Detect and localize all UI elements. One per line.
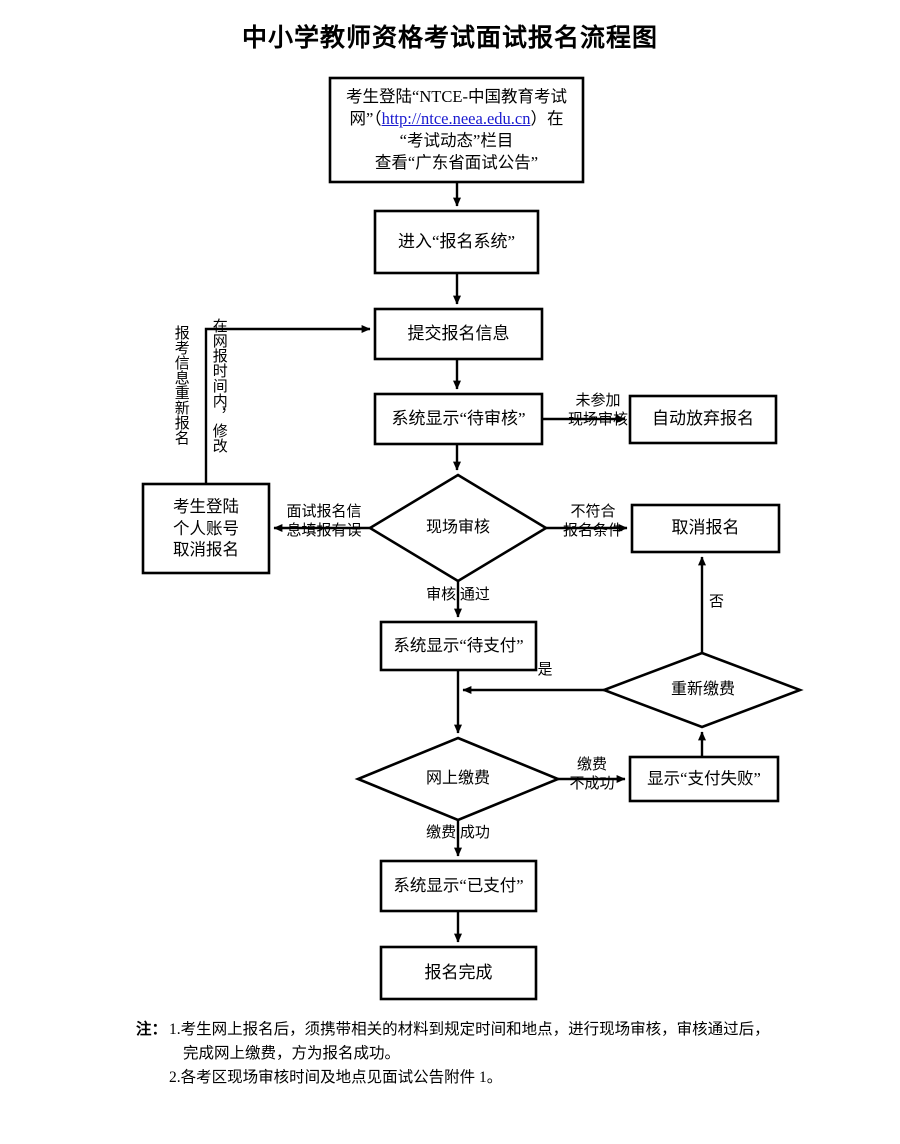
edge-cancel-self-loop-to-submit [204,325,371,484]
note-item-2: 2.各考区现场审核时间及地点见面试公告附件 1。 [169,1066,836,1090]
node-status-pending-pay-box [379,620,538,672]
note-item-1: 1.考生网上报名后，须携带相关的材料到规定时间和地点，进行现场审核，审核通过后， [169,1018,836,1042]
edge-label-repay-yes: 是 [537,662,553,678]
edge-label-modify-vertical: 在网报时间内，修改 [210,318,227,453]
node-enter-system-box [373,209,540,275]
note-1-line-2: 完成网上缴费，方为报名成功。 [183,1045,401,1063]
note-2-number: 2. [169,1069,181,1087]
edge-label-reapply-vertical: 报考信息重新报名 [172,325,189,445]
notes-body: 1.考生网上报名后，须携带相关的材料到规定时间和地点，进行现场审核，审核通过后，… [169,1018,836,1090]
node-status-pending-review-box [373,392,544,446]
node-done-box [379,945,538,1001]
node-status-paid-box [379,859,538,913]
node-login-ntce-box [328,76,585,184]
edge-label-not-attend-review: 未参加 现场审核 [567,393,628,429]
node-cancel-by-self-box [141,482,271,575]
edge-label-review-passed: 审核 通过 [426,587,490,603]
node-submit-info-box [373,307,544,361]
node-pay-failed-box [628,755,780,803]
node-onsite-review-diamond [367,473,549,583]
notes-block: 注： 1.考生网上报名后，须携带相关的材料到规定时间和地点，进行现场审核，审核通… [136,1018,836,1090]
notes-row: 注： 1.考生网上报名后，须携带相关的材料到规定时间和地点，进行现场审核，审核通… [136,1018,836,1090]
edge-label-info-error: 面试报名信 息填报有误 [286,504,362,540]
node-cancel-registration-box [630,503,781,554]
notes-label: 注： [136,1021,168,1038]
edge-label-pay-success: 缴费 成功 [426,825,490,841]
node-auto-abandon-box [628,394,778,445]
page-title: 中小学教师资格考试面试报名流程图 [241,25,658,52]
edge-label-pay-failed: 缴费 不成功 [569,757,615,793]
node-repay-diamond [600,651,804,729]
note-2-line-1: 各考区现场审核时间及地点见面试公告附件 1。 [180,1069,503,1087]
edge-label-repay-no: 否 [709,594,725,610]
note-1-line-1: 考生网上报名后，须携带相关的材料到规定时间和地点，进行现场审核，审核通过后， [180,1021,770,1038]
node-online-pay-diamond [354,736,562,822]
note-1-number: 1. [169,1021,181,1038]
edge-label-not-qualified: 不符合 报名条件 [562,504,623,540]
